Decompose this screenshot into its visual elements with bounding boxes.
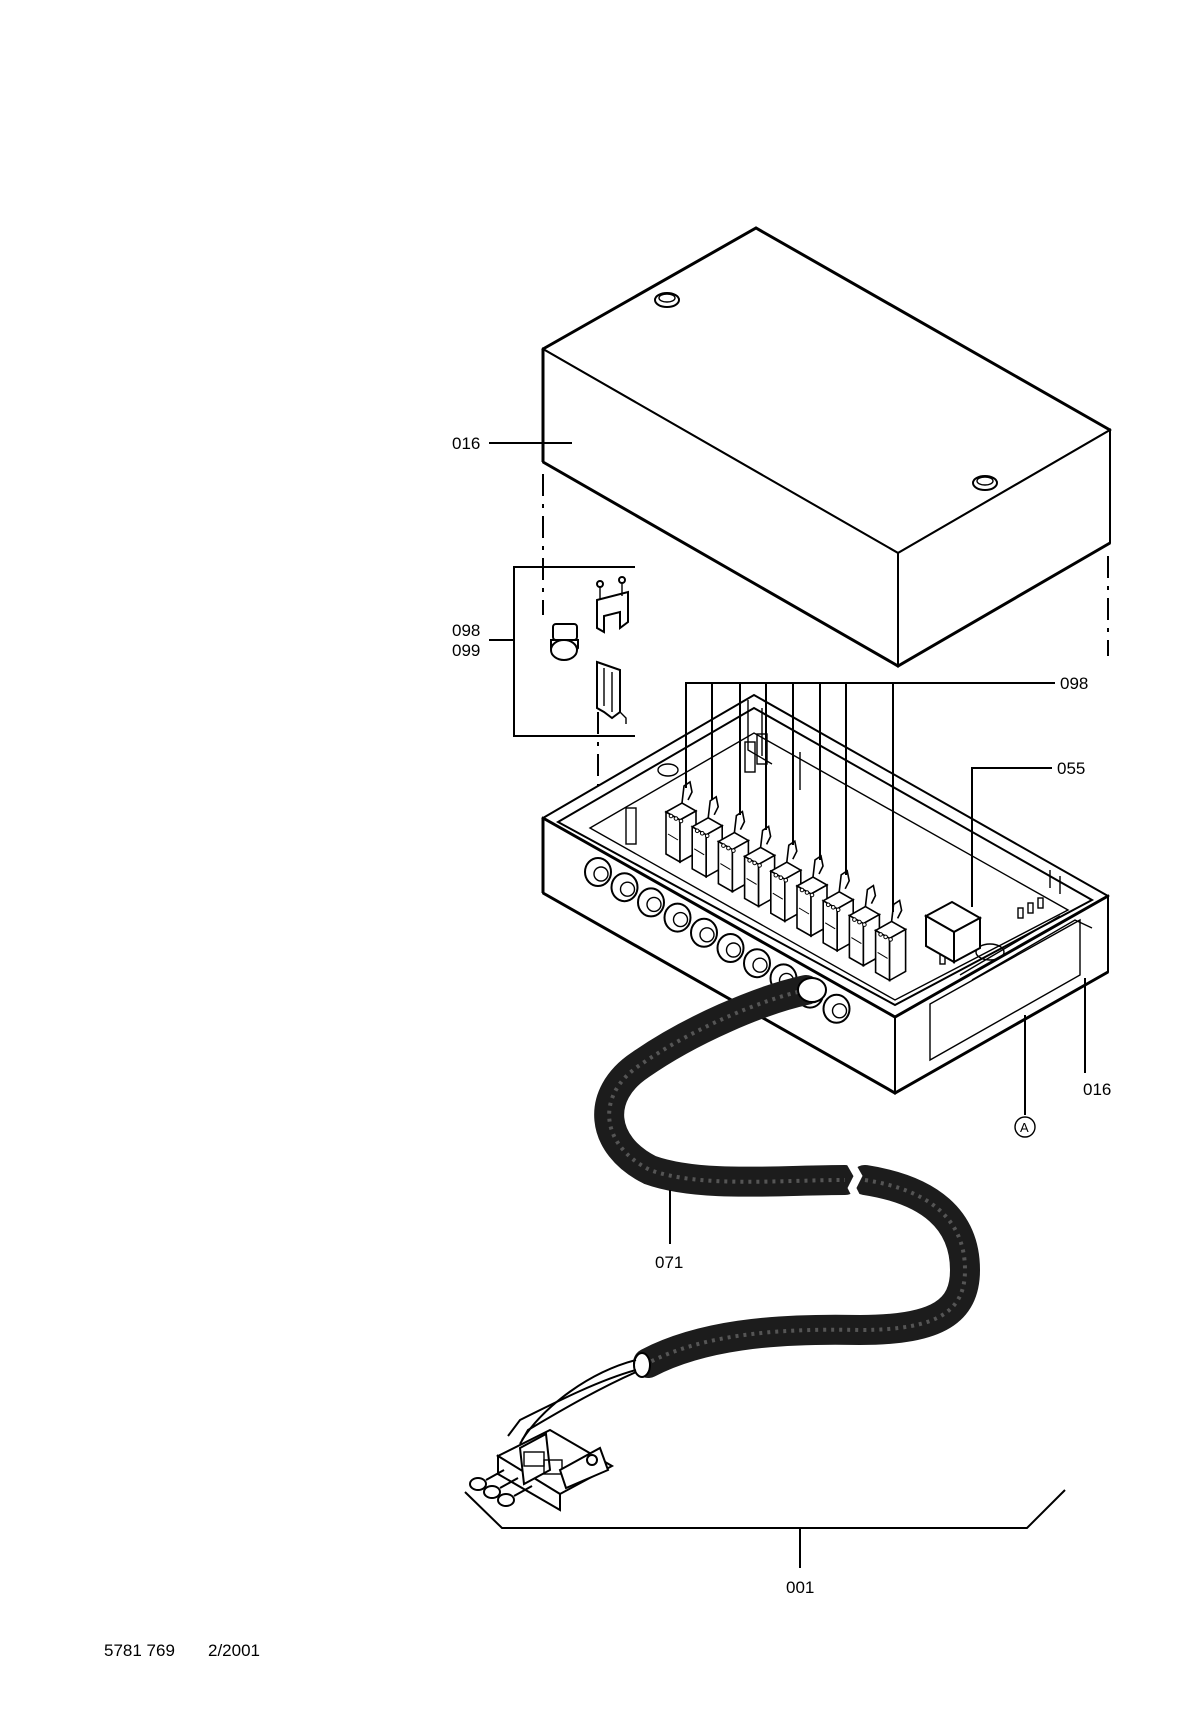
callout-terminals-098: 098 (1060, 674, 1088, 693)
callout-base-016: 016 (1083, 1080, 1111, 1099)
callout-assembly-001: 001 (786, 1578, 814, 1597)
plug-connector (469, 1428, 615, 1512)
grommet (663, 902, 692, 933)
callout-marker-a: A (1020, 1120, 1029, 1135)
terminal-block-row (664, 780, 908, 982)
housing-lid (540, 226, 1113, 668)
grommet (637, 887, 665, 918)
document-date: 2/2001 (208, 1641, 260, 1660)
callout-relay-055: 055 (1057, 759, 1085, 778)
plug-part (550, 623, 579, 661)
terminal-block (716, 810, 751, 893)
terminal-block (873, 899, 908, 982)
callout-lid-016: 016 (452, 434, 480, 453)
cable-clip-lower (596, 660, 627, 724)
grommet (716, 933, 745, 963)
grommet (743, 948, 771, 979)
grommet (610, 872, 639, 903)
terminal-block (664, 780, 698, 864)
cable-clip-top (596, 576, 629, 634)
callout-leaders (464, 442, 1086, 1568)
callout-cable-071: 071 (655, 1253, 683, 1272)
connecting-cable (469, 975, 981, 1512)
grommet (822, 993, 851, 1024)
grommet (690, 917, 718, 948)
callout-clip-099: 099 (452, 641, 480, 660)
document-number: 5781 769 (104, 1641, 175, 1660)
clip-parts-group (513, 566, 635, 737)
grommet (584, 857, 612, 887)
terminal-block (769, 839, 803, 923)
relay-component (923, 900, 983, 964)
callout-clip-098: 098 (452, 621, 480, 640)
